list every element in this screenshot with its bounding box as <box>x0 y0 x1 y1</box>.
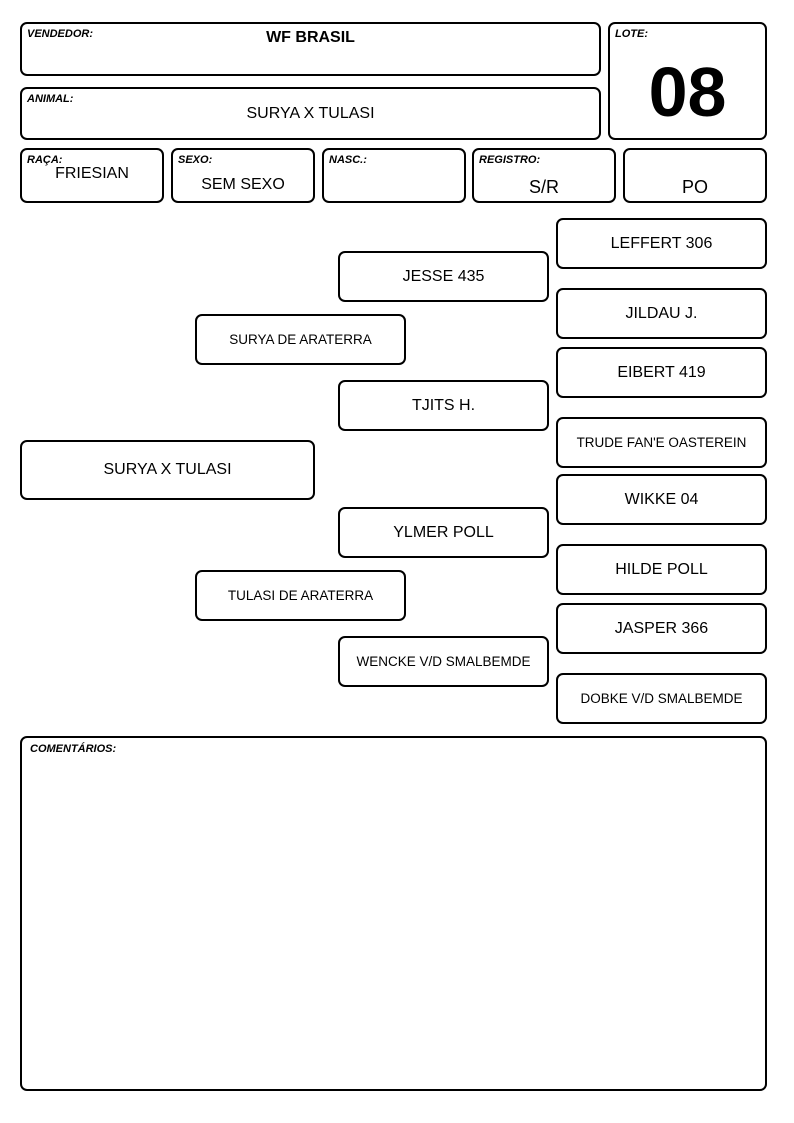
pedigree-sire-dam: TJITS H. <box>338 380 549 431</box>
pedigree-dam-dam-name: WENCKE V/D SMALBEMDE <box>356 654 531 669</box>
pedigree-ss-sire: LEFFERT 306 <box>556 218 767 269</box>
pedigree-dam-sire: YLMER POLL <box>338 507 549 558</box>
pedigree-animal: SURYA X TULASI <box>20 440 315 500</box>
pedigree-sd-sire-name: EIBERT 419 <box>617 363 706 381</box>
pedigree-ss-dam-name: JILDAU J. <box>625 304 698 322</box>
raca-value: FRIESIAN <box>55 165 129 182</box>
vendedor-label: VENDEDOR: <box>27 28 94 40</box>
pedigree-sire-name: SURYA DE ARATERRA <box>229 332 372 347</box>
raca-label: RAÇA: <box>27 154 63 166</box>
pedigree-dd-dam: DOBKE V/D SMALBEMDE <box>556 673 767 724</box>
pedigree-ds-sire: WIKKE 04 <box>556 474 767 525</box>
nasc-label: NASC.: <box>329 154 367 166</box>
categoria-value: PO <box>681 177 708 197</box>
pedigree-dam-sire-name: YLMER POLL <box>393 523 494 541</box>
pedigree-dd-sire-name: JASPER 366 <box>614 619 709 637</box>
pedigree-sire-sire-name: JESSE 435 <box>402 267 485 285</box>
registro-box: REGISTRO: S/R <box>472 148 616 203</box>
animal-box: ANIMAL: SURYA X TULASI <box>20 87 601 140</box>
sexo-label: SEXO: <box>178 154 213 166</box>
animal-value: SURYA X TULASI <box>246 105 375 122</box>
pedigree-dam-dam: WENCKE V/D SMALBEMDE <box>338 636 549 687</box>
pedigree-sire-sire: JESSE 435 <box>338 251 549 302</box>
pedigree-ss-dam: JILDAU J. <box>556 288 767 339</box>
categoria-box: PO <box>623 148 767 203</box>
comentarios-box[interactable]: COMENTÁRIOS: <box>20 736 767 1091</box>
pedigree-ss-sire-name: LEFFERT 306 <box>610 234 713 252</box>
registro-label: REGISTRO: <box>479 154 541 166</box>
pedigree-dam-name: TULASI DE ARATERRA <box>227 588 374 603</box>
pedigree-sire: SURYA DE ARATERRA <box>195 314 406 365</box>
pedigree-sd-dam: TRUDE FAN'E OASTEREIN <box>556 417 767 468</box>
sexo-box: SEXO: SEM SEXO <box>171 148 315 203</box>
pedigree-dd-sire: JASPER 366 <box>556 603 767 654</box>
nasc-box: NASC.: <box>322 148 466 203</box>
pedigree-ds-dam-name: HILDE POLL <box>615 560 708 578</box>
lote-label: LOTE: <box>615 28 648 40</box>
pedigree-animal-name: SURYA X TULASI <box>103 461 232 478</box>
animal-label: ANIMAL: <box>27 93 74 105</box>
pedigree-dd-dam-name: DOBKE V/D SMALBEMDE <box>580 691 743 706</box>
comentarios-label: COMENTÁRIOS: <box>30 743 117 755</box>
pedigree-sd-sire: EIBERT 419 <box>556 347 767 398</box>
pedigree-ds-dam: HILDE POLL <box>556 544 767 595</box>
registro-value: S/R <box>528 177 559 197</box>
vendedor-value: WF BRASIL <box>266 29 355 46</box>
pedigree-ds-sire-name: WIKKE 04 <box>624 490 699 508</box>
vendedor-box: VENDEDOR: WF BRASIL <box>20 22 601 76</box>
sexo-value: SEM SEXO <box>201 176 285 193</box>
pedigree-sd-dam-name: TRUDE FAN'E OASTEREIN <box>576 435 747 450</box>
lote-value: 08 <box>648 53 727 131</box>
pedigree-sire-dam-name: TJITS H. <box>411 396 476 414</box>
lote-box: LOTE: 08 <box>608 22 767 140</box>
raca-box: RAÇA: FRIESIAN <box>20 148 164 203</box>
pedigree-dam: TULASI DE ARATERRA <box>195 570 406 621</box>
